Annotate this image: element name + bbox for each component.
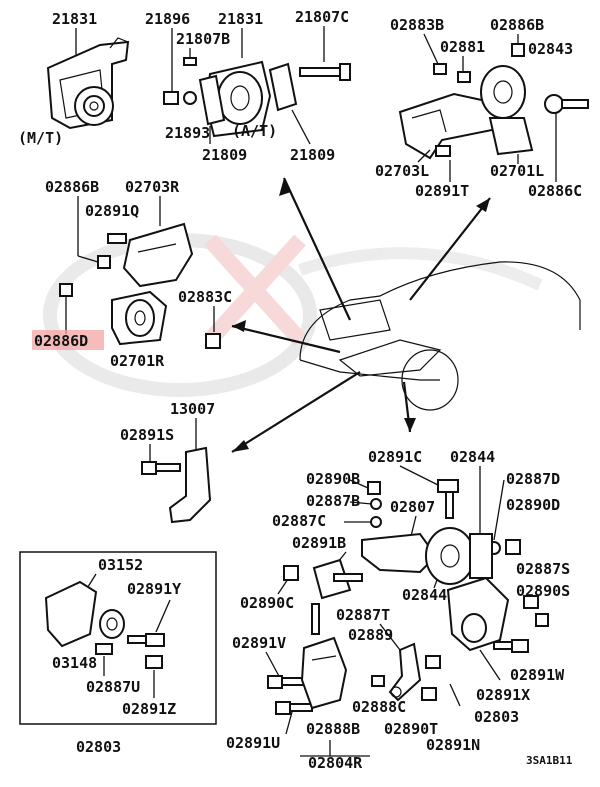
label-02891w: 02891W	[510, 666, 565, 684]
right-mount-group: 02886B 02703R 02891Q 02886D 02701R 02883…	[32, 178, 232, 370]
mt-mount-group: 21831 (M/T)	[18, 10, 130, 147]
label-02891t: 02891T	[415, 182, 469, 200]
label-02891b: 02891B	[292, 534, 346, 552]
label-02881: 02881	[440, 38, 485, 56]
label-02891c: 02891C	[368, 448, 422, 466]
label-02883b: 02883B	[390, 16, 444, 34]
label-02890b: 02890B	[306, 470, 360, 488]
pointer-arrows	[231, 177, 491, 453]
label-02888c: 02888C	[352, 698, 406, 716]
label-21831-mt: 21831	[52, 10, 97, 28]
label-03148: 03148	[52, 654, 97, 672]
label-21807b: 21807B	[176, 30, 230, 48]
label-21809-a: 21809	[202, 146, 247, 164]
label-02887u: 02887U	[86, 678, 140, 696]
label-02701r: 02701R	[110, 352, 165, 370]
label-02883c: 02883C	[178, 288, 232, 306]
label-02804r: 02804R	[308, 754, 363, 772]
label-02886d: 02886D	[34, 332, 88, 350]
label-02888b: 02888B	[306, 720, 360, 738]
label-02891u: 02891U	[226, 734, 280, 752]
label-21807c: 21807C	[295, 8, 349, 26]
diagram-code: 3SA1B11	[526, 754, 573, 767]
label-mt: (M/T)	[18, 129, 63, 147]
label-02887b: 02887B	[306, 492, 360, 510]
label-02843: 02843	[528, 40, 573, 58]
label-02891q: 02891Q	[85, 202, 139, 220]
label-02703l: 02703L	[375, 162, 429, 180]
label-02844-a: 02844	[450, 448, 495, 466]
at-mount-group: 21896 21831 21807C 21807B 21893 (A/T) 21…	[145, 8, 351, 164]
label-03152: 03152	[98, 556, 143, 574]
label-02891s: 02891S	[120, 426, 174, 444]
label-02803-box: 02803	[76, 738, 121, 756]
inset-box	[19, 551, 217, 725]
label-02701l: 02701L	[490, 162, 544, 180]
label-02890d: 02890D	[506, 496, 560, 514]
label-02889: 02889	[348, 626, 393, 644]
label-02891y: 02891Y	[127, 580, 181, 598]
left-mount-group: 02883B 02886B 02881 02843 02703L 02701L …	[375, 16, 589, 200]
label-02807: 02807	[390, 498, 435, 516]
label-21896: 21896	[145, 10, 190, 28]
box-02803-group: 03152 02891Y 03148 02887U 02891Z 02803	[19, 551, 217, 756]
bracket-13007-group: 13007 02891S	[120, 400, 215, 524]
label-21809-b: 21809	[290, 146, 335, 164]
label-02891z: 02891Z	[122, 700, 176, 718]
label-02890c: 02890C	[240, 594, 294, 612]
label-02887s: 02887S	[516, 560, 570, 578]
label-02886b: 02886B	[490, 16, 544, 34]
label-13007: 13007	[170, 400, 215, 418]
label-02887t: 02887T	[336, 606, 390, 624]
label-21893: 21893	[165, 124, 210, 142]
label-02887c: 02887C	[272, 512, 326, 530]
label-at: (A/T)	[232, 122, 277, 140]
label-02887d: 02887D	[506, 470, 560, 488]
label-02886c: 02886C	[528, 182, 582, 200]
vehicle-outline	[299, 261, 581, 411]
label-02891v: 02891V	[232, 634, 286, 652]
label-02891x: 02891X	[476, 686, 530, 704]
label-21831-at: 21831	[218, 10, 263, 28]
label-02703r: 02703R	[125, 178, 180, 196]
label-02891n: 02891N	[426, 736, 480, 754]
label-02886b-r: 02886B	[45, 178, 99, 196]
highlight-02886d	[32, 330, 104, 350]
label-02890t: 02890T	[384, 720, 438, 738]
label-02844-b: 02844	[402, 586, 447, 604]
trans-mount-group: 02891C 02844 02890B 02887D 02887B 02807 …	[226, 448, 570, 772]
label-02803: 02803	[474, 708, 519, 726]
